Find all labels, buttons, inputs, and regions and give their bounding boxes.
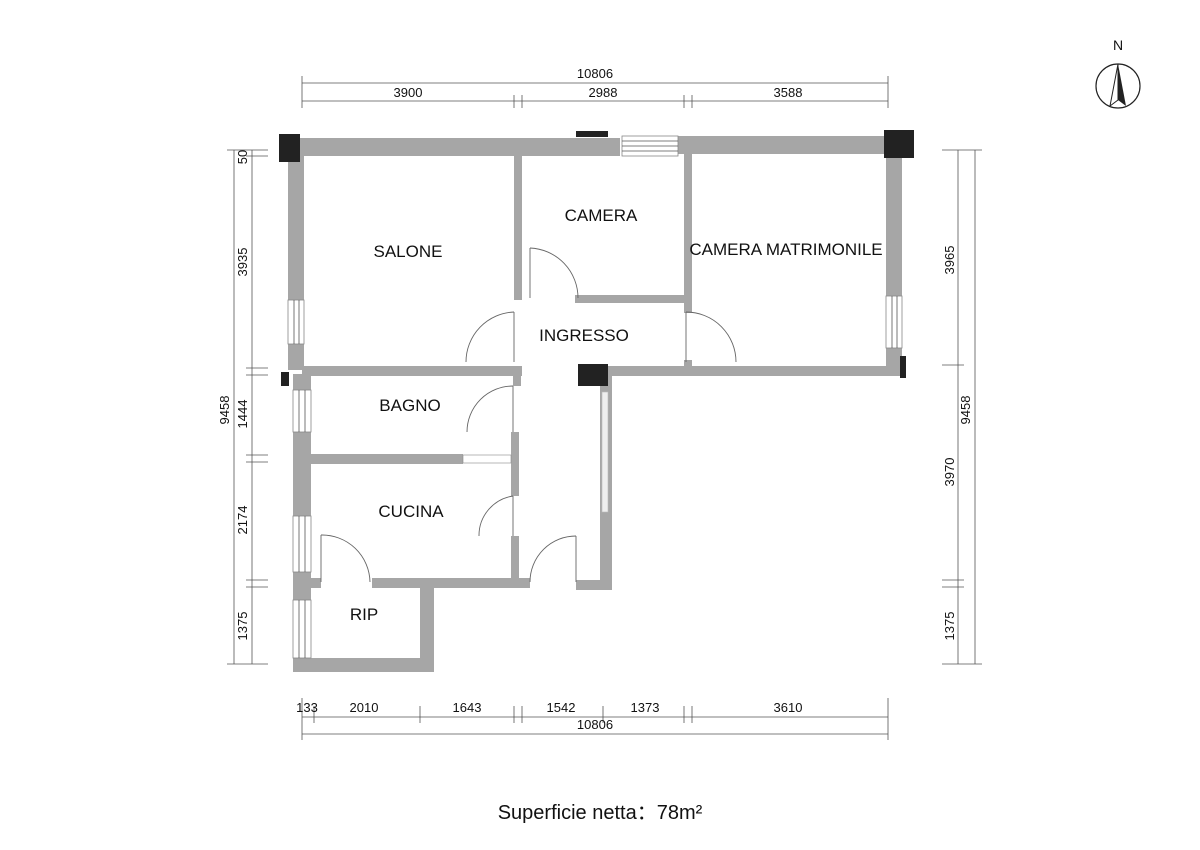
- dim-top-segment-3: 3588: [774, 85, 803, 100]
- dim-right-segment-1: 3965: [942, 246, 957, 275]
- dim-top-total: 10806: [577, 66, 613, 81]
- dim-left-segment-4: 2174: [235, 506, 250, 535]
- dim-bottom-segment-5: 1373: [631, 700, 660, 715]
- net-area-label: Superficie netta：78m²: [497, 802, 703, 824]
- room-label-camera: CAMERA: [565, 206, 638, 225]
- dim-bottom-segment-1: 133: [296, 700, 318, 715]
- dim-top-segment-1: 3900: [394, 85, 423, 100]
- dim-top-segment-2: 2988: [589, 85, 618, 100]
- room-label-rip: RIP: [350, 605, 378, 624]
- dimension-lines: [227, 76, 982, 740]
- north-arrow-icon: N: [1095, 37, 1141, 109]
- dim-bottom-total: 10806: [577, 717, 613, 732]
- dim-left-segment-2: 3935: [235, 248, 250, 277]
- room-label-ingresso: INGRESSO: [539, 326, 629, 345]
- room-label-camera-matrimoniale: CAMERA MATRIMONILE: [689, 240, 882, 259]
- dim-left-segment-1: 50: [235, 150, 250, 164]
- windows: [287, 135, 903, 659]
- dim-left-segment-5: 1375: [235, 612, 250, 641]
- dim-bottom-segment-6: 3610: [774, 700, 803, 715]
- dim-bottom-segment-4: 1542: [547, 700, 576, 715]
- dim-left-segment-3: 1444: [235, 400, 250, 429]
- dim-right-total: 9458: [958, 396, 973, 425]
- dim-bottom-segment-2: 2010: [350, 700, 379, 715]
- pillars: [279, 130, 914, 386]
- room-label-bagno: BAGNO: [379, 396, 440, 415]
- dim-bottom-segment-3: 1643: [453, 700, 482, 715]
- compass-label: N: [1113, 37, 1123, 53]
- room-label-salone: SALONE: [374, 242, 443, 261]
- room-label-cucina: CUCINA: [378, 502, 444, 521]
- doors: [320, 247, 737, 583]
- dim-right-segment-2: 3970: [942, 458, 957, 487]
- dim-left-total: 9458: [217, 396, 232, 425]
- walls: [288, 136, 902, 672]
- dim-right-segment-3: 1375: [942, 612, 957, 641]
